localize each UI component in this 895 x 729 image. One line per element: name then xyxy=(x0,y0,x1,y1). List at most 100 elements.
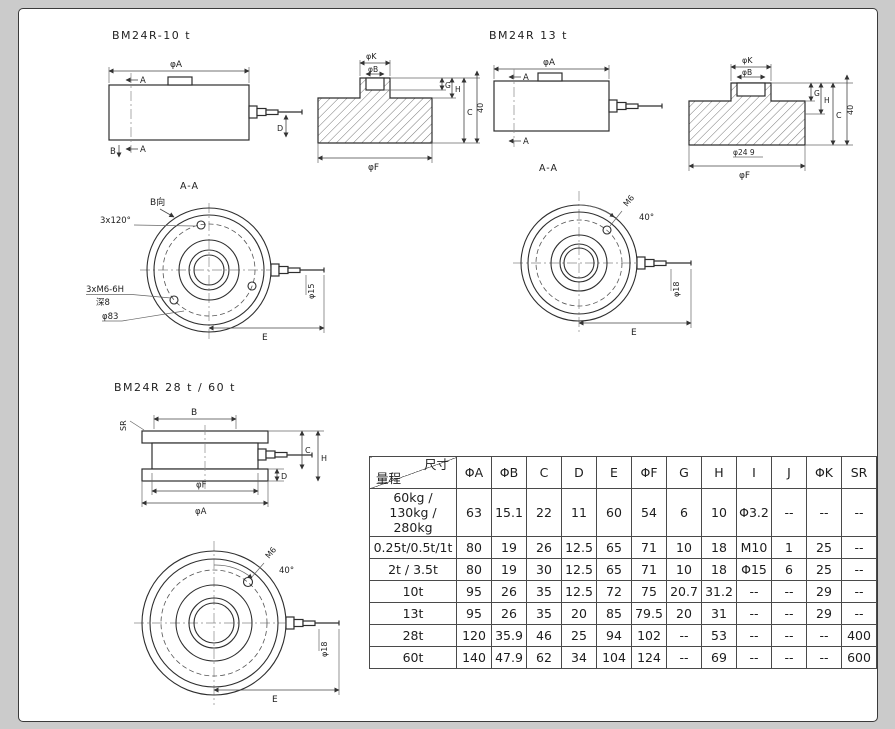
diagram-bm24r-28t-60t: BM24R 28 t / 60 t SR B D xyxy=(114,381,340,705)
diagram1-title: BM24R-10 t xyxy=(112,29,191,42)
value-cell: -- xyxy=(806,646,842,669)
d1-label-d: D xyxy=(277,124,283,133)
d2-label-g: G xyxy=(814,89,820,98)
value-cell: 80 xyxy=(456,558,492,581)
d2-label-40: 40 xyxy=(846,105,855,115)
capacity-range-cell: 60t xyxy=(369,646,457,669)
d3-label-sr: SR xyxy=(119,420,128,431)
d1-cable-connector-top xyxy=(270,263,325,277)
value-cell: -- xyxy=(841,558,877,581)
diagram2-title: BM24R 13 t xyxy=(489,29,568,42)
value-cell: 69 xyxy=(701,646,737,669)
d3-front-view: SR B D C H xyxy=(119,408,327,517)
value-cell: 20.7 xyxy=(666,580,702,603)
d1-label-b-direction: B向 xyxy=(150,196,165,208)
column-header: ΦF xyxy=(631,456,667,489)
column-header: ΦK xyxy=(806,456,842,489)
value-cell: 63 xyxy=(456,488,492,537)
value-cell: 12.5 xyxy=(561,580,597,603)
column-header: E xyxy=(596,456,632,489)
value-cell: 102 xyxy=(631,624,667,647)
value-cell: 35 xyxy=(526,602,562,625)
value-cell: 19 xyxy=(491,536,527,559)
d2-top-view: M6 40° φ18 E xyxy=(513,191,692,338)
value-cell: -- xyxy=(736,580,772,603)
value-cell: 95 xyxy=(456,602,492,625)
value-cell: -- xyxy=(666,624,702,647)
d2-label-h: H xyxy=(824,96,830,105)
value-cell: 400 xyxy=(841,624,877,647)
diagram-bm24r-13t: BM24R 13 t φA A A A-A xyxy=(489,29,855,338)
value-cell: 6 xyxy=(771,558,807,581)
value-cell: 18 xyxy=(701,536,737,559)
capacity-range-cell: 60kg / 130kg / 280kg xyxy=(369,488,457,537)
corner-label-capacity: 量程 xyxy=(376,471,402,486)
d1-label-h: H xyxy=(455,85,461,94)
column-header: ΦA xyxy=(456,456,492,489)
value-cell: 30 xyxy=(526,558,562,581)
value-cell: -- xyxy=(771,488,807,537)
value-cell: 20 xyxy=(666,602,702,625)
d2-section-view: φK φB G H C 40 φ24 9 φF xyxy=(688,56,855,181)
value-cell: 31.2 xyxy=(701,580,737,603)
d1-label-g: G xyxy=(445,81,451,90)
value-cell: 71 xyxy=(631,558,667,581)
value-cell: 18 xyxy=(701,558,737,581)
value-cell: 600 xyxy=(841,646,877,669)
value-cell: 10 xyxy=(666,558,702,581)
value-cell: 85 xyxy=(596,602,632,625)
d3-label-b: B xyxy=(191,408,197,418)
d1-label-section-a-bottom: A xyxy=(140,145,146,155)
d3-label-h: H xyxy=(321,454,327,463)
value-cell: 22 xyxy=(526,488,562,537)
d3-label-phi-18: φ18 xyxy=(320,642,329,657)
d3-label-phi-f: φF xyxy=(196,481,207,491)
d2-label-section-aa: A-A xyxy=(539,163,558,174)
value-cell: 80 xyxy=(456,536,492,559)
value-cell: 35.9 xyxy=(491,624,527,647)
column-header: ΦB xyxy=(491,456,527,489)
capacity-range-cell: 28t xyxy=(369,624,457,647)
value-cell: 10 xyxy=(701,488,737,537)
value-cell: -- xyxy=(841,536,877,559)
d1-top-view: A-A B向 3x120° 3xM6-6H 深8 φ83 xyxy=(86,181,325,343)
value-cell: 65 xyxy=(596,558,632,581)
d1-label-bolt-pattern: 3x120° xyxy=(100,216,131,226)
value-cell: 26 xyxy=(491,580,527,603)
column-header: I xyxy=(736,456,772,489)
d2-label-phi-f: φF xyxy=(739,171,750,181)
value-cell: -- xyxy=(771,580,807,603)
value-cell: M10 xyxy=(736,536,772,559)
value-cell: -- xyxy=(806,624,842,647)
d1-label-phi-83: φ83 xyxy=(102,312,118,322)
value-cell: 12.5 xyxy=(561,536,597,559)
d1-label-c: C xyxy=(467,108,473,117)
d1-label-40: 40 xyxy=(476,103,485,113)
d2-label-m6: M6 xyxy=(622,193,637,208)
d3-label-d: D xyxy=(281,472,287,481)
value-cell: -- xyxy=(771,624,807,647)
value-cell: Φ3.2 xyxy=(736,488,772,537)
diagram3-title: BM24R 28 t / 60 t xyxy=(114,381,236,394)
corner-header-cell: 尺寸 量程 xyxy=(369,456,457,489)
d1-label-section-aa: A-A xyxy=(180,181,199,192)
d1-label-phi-k: φK xyxy=(366,52,377,61)
value-cell: 19 xyxy=(491,558,527,581)
d2-cable-connector xyxy=(608,99,663,113)
value-cell: 60 xyxy=(596,488,632,537)
value-cell: 65 xyxy=(596,536,632,559)
column-header: G xyxy=(666,456,702,489)
value-cell: -- xyxy=(666,646,702,669)
d1-cable-connector xyxy=(248,105,303,119)
d2-front-view: φA A A A-A xyxy=(493,58,663,174)
value-cell: 25 xyxy=(806,558,842,581)
value-cell: -- xyxy=(771,602,807,625)
capacity-range-cell: 0.25t/0.5t/1t xyxy=(369,536,457,559)
column-header: SR xyxy=(841,456,877,489)
value-cell: 1 xyxy=(771,536,807,559)
